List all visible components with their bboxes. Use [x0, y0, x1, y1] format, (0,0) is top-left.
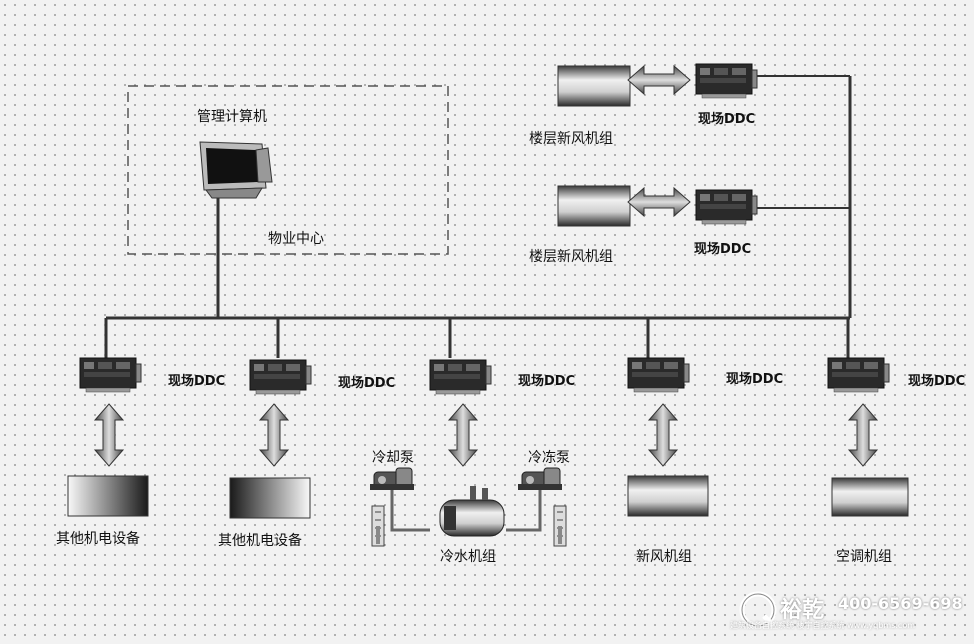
fresh-air-unit-icon [627, 475, 709, 517]
other-equipment-1-label: 其他机电设备 [56, 531, 140, 547]
brand-tagline-text: 建筑设备自控系统 楼宇自控系统 [730, 621, 845, 630]
field-ddc-label: 现场DDC [908, 374, 966, 389]
floor-ahu-1-icon [557, 65, 631, 107]
ddc-controller-icon [429, 359, 492, 395]
cooling-pump-label: 冷却泵 [372, 450, 414, 466]
property-center-boundary [127, 85, 449, 255]
piping-icon [390, 490, 542, 532]
brand-tagline: 建筑设备自控系统 楼宇自控系统 www.yqbms.com [730, 620, 915, 631]
bidirectional-arrow-icon [259, 403, 289, 467]
brand-name: 裕乾 [780, 598, 825, 623]
cooling-pump-icon [369, 467, 415, 491]
bidirectional-arrow-icon [848, 403, 878, 467]
ddc-controller-icon [249, 359, 312, 395]
floor-ahu-1-label: 楼层新风机组 [529, 131, 613, 147]
chiller-icon [439, 486, 505, 537]
ddc-controller-icon [695, 189, 758, 225]
field-ddc-label: 现场DDC [338, 376, 396, 391]
other-equipment-1-icon [67, 475, 149, 517]
bidirectional-arrow-icon [627, 65, 691, 95]
gauge-icon [553, 505, 567, 547]
bidirectional-arrow-icon [627, 187, 691, 217]
ddc-controller-icon [695, 63, 758, 99]
ddc-controller-icon [79, 357, 142, 393]
property-center-label: 物业中心 [268, 231, 324, 247]
chilled-pump-icon [517, 467, 563, 491]
other-equipment-2-label: 其他机电设备 [218, 533, 302, 549]
field-ddc-label: 现场DDC [698, 112, 756, 127]
field-ddc-label: 现场DDC [168, 374, 226, 389]
brand-logo-icon [739, 591, 777, 629]
bidirectional-arrow-icon [648, 403, 678, 467]
floor-ahu-2-label: 楼层新风机组 [529, 249, 613, 265]
floor-ahu-2-icon [557, 185, 631, 227]
network-bus [104, 76, 852, 358]
ddc-controller-icon [827, 357, 890, 393]
brand-url: www.yqbms.com [847, 621, 916, 630]
gauge-icon [371, 505, 385, 547]
chilled-pump-label: 冷冻泵 [528, 450, 570, 466]
ac-unit-icon [831, 477, 909, 517]
mgmt-computer-label: 管理计算机 [197, 109, 267, 125]
bidirectional-arrow-icon [94, 403, 124, 467]
management-computer-icon [199, 141, 273, 199]
chiller-label: 冷水机组 [440, 549, 496, 565]
bidirectional-arrow-icon [448, 403, 478, 467]
ddc-controller-icon [627, 357, 690, 393]
field-ddc-label: 现场DDC [518, 374, 576, 389]
fresh-air-unit-label: 新风机组 [636, 549, 692, 565]
brand-phone: 400-6569-698 [838, 594, 963, 613]
field-ddc-label: 现场DDC [726, 372, 784, 387]
other-equipment-2-icon [229, 477, 311, 519]
field-ddc-label: 现场DDC [694, 242, 752, 257]
ac-unit-label: 空调机组 [836, 549, 892, 565]
